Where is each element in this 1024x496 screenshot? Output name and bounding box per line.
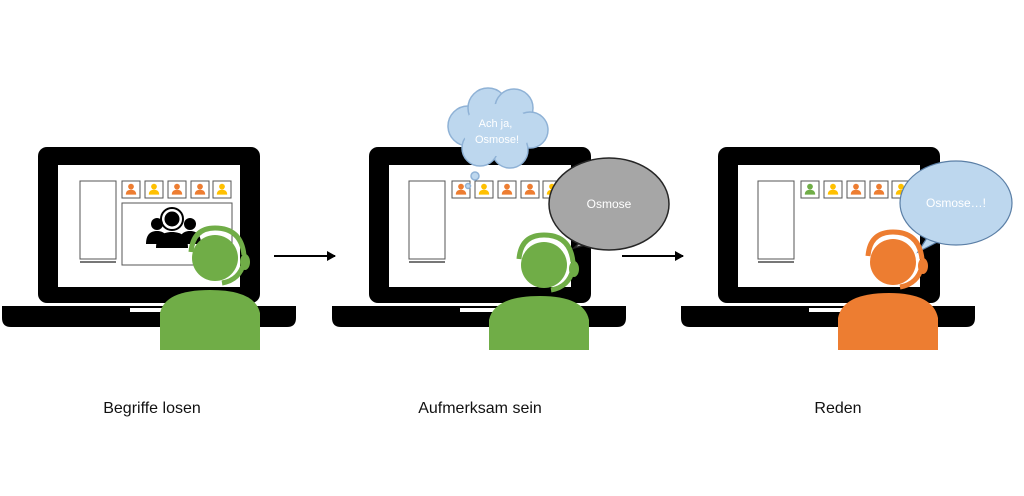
participant-tiles xyxy=(121,180,232,199)
arrow-right-icon xyxy=(274,251,336,261)
person-icon xyxy=(160,225,260,350)
video-conference-screen xyxy=(757,180,911,263)
thought-line-2: Osmose! xyxy=(475,134,519,146)
person-icon xyxy=(838,229,938,350)
speech-bubble-icon xyxy=(548,157,670,251)
thought-bubble-icon xyxy=(447,87,549,190)
panel-reden: Osmose…! xyxy=(681,147,1013,350)
speech-bubble-text: Osmose xyxy=(587,197,632,211)
arrow-right-icon xyxy=(622,251,684,261)
thought-line-1: Ach ja, xyxy=(479,118,513,130)
caption-aufmerksam-sein: Aufmerksam sein xyxy=(418,400,542,417)
panel-begriffe-losen xyxy=(2,147,296,350)
speech-bubble-text: Osmose…! xyxy=(926,196,986,210)
person-icon xyxy=(489,232,589,350)
caption-reden: Reden xyxy=(814,400,862,417)
caption-begriffe-losen: Begriffe losen xyxy=(103,400,201,417)
panel-aufmerksam-sein: Ach ja, Osmose! Osmose xyxy=(332,87,670,350)
participant-tiles xyxy=(800,180,911,199)
thought-bubble-text: Ach ja, Osmose! xyxy=(475,118,519,146)
speech-bubble-icon xyxy=(899,160,1013,254)
video-conference-screen xyxy=(408,180,562,263)
